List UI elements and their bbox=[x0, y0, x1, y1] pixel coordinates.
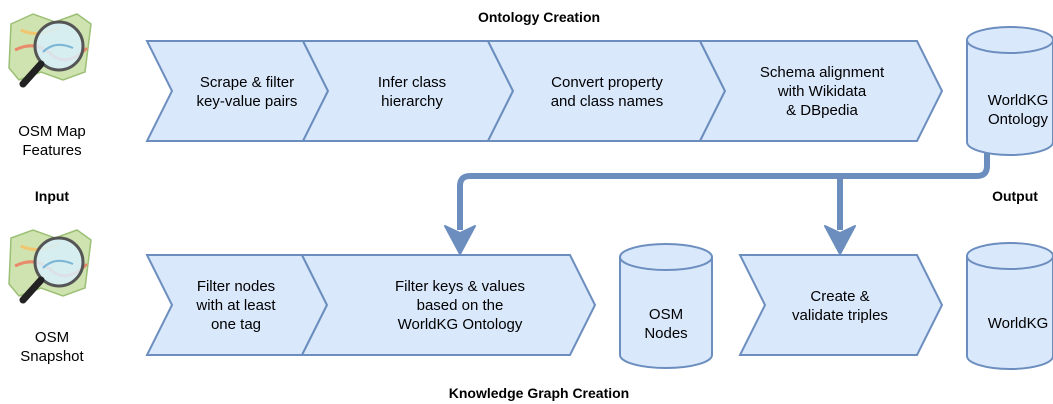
worldkg-ontology-database-shape bbox=[966, 26, 1053, 156]
arrowhead-to-create-triples bbox=[824, 225, 856, 255]
worldkg-ontology-database-label: WorldKG Ontology bbox=[987, 92, 1049, 128]
osm-nodes-database-shape bbox=[619, 243, 713, 369]
osm-magnifier-map-icon bbox=[7, 10, 99, 119]
ontology-creation-title: Ontology Creation bbox=[477, 9, 601, 25]
ontology-step-schema-alignment: Schema alignment with Wikidata & DBpedia bbox=[759, 64, 885, 119]
worldkg-database-label: WorldKG bbox=[987, 315, 1049, 332]
kg-step-2-shape bbox=[300, 254, 597, 356]
knowledge-graph-creation-title: Knowledge Graph Creation bbox=[448, 385, 630, 401]
ontology-step-4-shape bbox=[698, 40, 944, 142]
ontology-feed-connector bbox=[444, 153, 990, 255]
kg-step-filter-nodes: Filter nodes with at least one tag bbox=[196, 278, 276, 333]
ontology-step-convert-names: Convert property and class names bbox=[550, 74, 664, 110]
arrowhead-to-filter-keys bbox=[444, 225, 476, 255]
output-heading: Output bbox=[992, 188, 1038, 204]
ontology-step-infer-hierarchy: Infer class hierarchy bbox=[377, 74, 447, 110]
kg-step-3-shape bbox=[738, 254, 944, 356]
osm-snapshot-icon bbox=[8, 229, 92, 304]
input-map-features-label: OSM Map Features bbox=[18, 123, 86, 159]
input-snapshot-label: OSM Snapshot bbox=[20, 329, 84, 365]
worldkg-database-shape bbox=[966, 242, 1053, 370]
osm-nodes-database-label: OSM Nodes bbox=[644, 306, 688, 342]
kg-step-create-validate-triples: Create & validate triples bbox=[792, 288, 888, 324]
input-heading: Input bbox=[34, 188, 70, 204]
ontology-step-scrape-filter: Scrape & filter key-value pairs bbox=[196, 74, 298, 110]
osm-magnifier-map-icon bbox=[7, 228, 99, 329]
kg-step-filter-keys-values: Filter keys & values based on the WorldK… bbox=[394, 278, 526, 333]
osm-map-features-icon bbox=[8, 13, 92, 88]
